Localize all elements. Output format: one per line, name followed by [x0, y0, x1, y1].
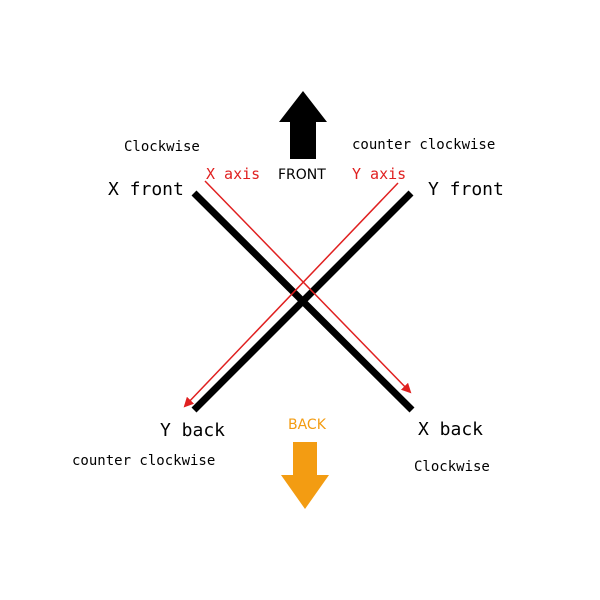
arrow-up-icon — [279, 91, 327, 159]
y-axis-label: Y axis — [352, 165, 407, 183]
y-axis-arrow — [183, 182, 399, 408]
y-back-label: Y back — [160, 420, 226, 441]
front-label: FRONT — [278, 167, 326, 183]
x-axis-label: X axis — [206, 165, 261, 183]
arrow-down-icon — [281, 442, 329, 509]
top-left-rotation-label: Clockwise — [124, 139, 200, 155]
top-right-rotation-label: counter clockwise — [352, 137, 496, 153]
y-front-label: Y front — [428, 179, 504, 200]
bottom-right-rotation-label: Clockwise — [414, 459, 490, 475]
x-front-label: X front — [108, 179, 184, 200]
y-bar — [191, 190, 414, 413]
bottom-left-rotation-label: counter clockwise — [72, 453, 216, 469]
x-axis-arrow — [204, 180, 412, 394]
back-label: BACK — [288, 417, 326, 433]
x-back-label: X back — [418, 419, 484, 440]
